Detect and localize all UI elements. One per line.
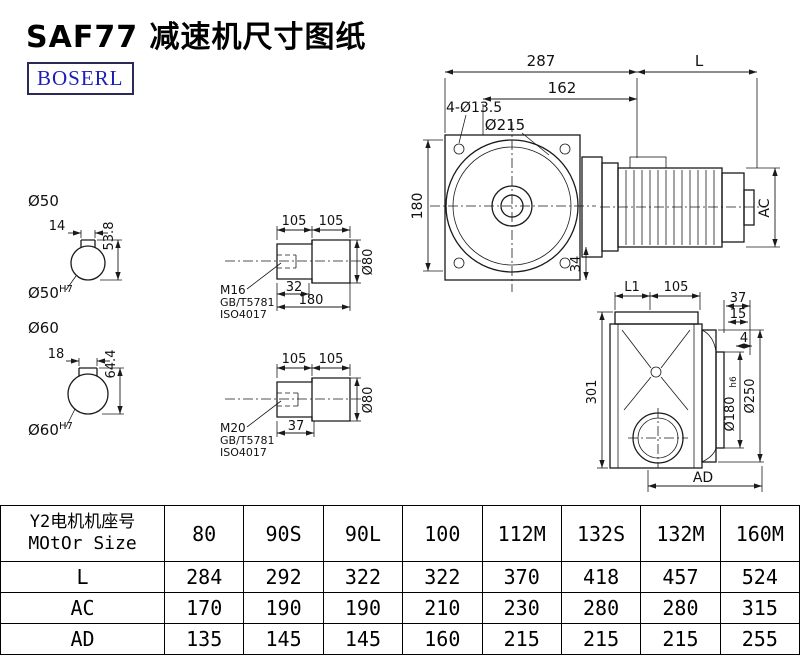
detail2-std-gb: GB/T5781	[220, 434, 275, 447]
dim-cell: 322	[402, 561, 483, 593]
side-spigot-tolerance: h6	[729, 376, 739, 388]
side-dim-ad: AD	[693, 470, 713, 486]
motor-size-header-100: 100	[402, 505, 483, 562]
dim-cell: 322	[322, 561, 404, 593]
side-flange-dia-label: Ø250	[743, 378, 758, 413]
shaft1-bore-label: Ø50	[28, 284, 59, 302]
side-dim-37: 37	[730, 291, 747, 306]
dim-287-label: 287	[527, 52, 556, 70]
dim-cell: 215	[560, 623, 642, 655]
side-dim-4: 4	[740, 331, 748, 346]
dim-cell: 315	[719, 592, 800, 624]
side-dim-15: 15	[730, 307, 747, 322]
table-row-L: L 284 292 322 322 370 418 457 524	[0, 561, 800, 593]
shaft1-keyway-width-label: 14	[49, 219, 66, 234]
motor-size-header-132s: 132S	[560, 505, 642, 562]
dim-cell: 284	[163, 561, 245, 593]
header-motor-frame-cn: Y2电机机座号	[29, 511, 136, 532]
dim-cell: 280	[640, 592, 721, 624]
detail1-dim-105-right: 105	[319, 214, 344, 229]
brand-logo: BOSERL	[27, 62, 134, 95]
dim-cell: 292	[243, 561, 324, 593]
shaft2-keyway-width-label: 18	[48, 347, 65, 362]
detail2-std-iso: ISO4017	[220, 446, 267, 459]
dim-162-label: 162	[548, 79, 577, 97]
motor-size-table: Y2电机机座号 MOtOr Size 80 90S 90L 100 112M 1…	[0, 505, 800, 655]
dim-cell: 418	[560, 561, 642, 593]
shaft-section-60: Ø60 18 64.4 Ø60 H7	[28, 319, 124, 439]
side-view: L1 105 37 15 4 301	[585, 280, 764, 492]
dim-180-label: 180	[410, 193, 426, 220]
motor-size-header-160m: 160M	[719, 505, 800, 562]
dim-cell: 457	[640, 561, 721, 593]
side-dim-105: 105	[664, 280, 689, 295]
dim-cell: 190	[322, 592, 404, 624]
side-dim-l1: L1	[624, 280, 640, 295]
shaft2-dia-label: Ø60	[28, 319, 59, 337]
detail1-dim-180: 180	[299, 293, 324, 308]
detail2-dia-80: Ø80	[361, 387, 376, 414]
table-row-AC: AC 170 190 190 210 230 280 280 315	[0, 592, 800, 624]
header-motor-frame-en: MOtOr Size	[28, 532, 137, 554]
shaft-section-50: Ø50 14 53.8 Ø50 H7	[28, 192, 122, 302]
shaft2-keyway-height-label: 64.4	[104, 350, 119, 379]
detail1-thread-label: M16	[220, 283, 246, 297]
detail1-dim-105-left: 105	[282, 214, 307, 229]
dim-cell: 145	[322, 623, 404, 655]
page-title: SAF77 减速机尺寸图纸	[26, 20, 367, 55]
table-header-row: Y2电机机座号 MOtOr Size 80 90S 90L 100 112M 1…	[0, 505, 800, 562]
row-label-L: L	[0, 561, 165, 593]
detail2-dim-105-left: 105	[282, 352, 307, 367]
dim-ac-label: AC	[757, 198, 773, 217]
dim-cell: 145	[243, 623, 324, 655]
detail1-dim-32: 32	[286, 280, 303, 295]
shaft2-bore-label: Ø60	[28, 421, 59, 439]
dim-cell: 215	[640, 623, 721, 655]
dim-cell: 370	[481, 561, 562, 593]
shaft-detail-m20: 105 105 M20 GB/T5781 ISO4017 37 Ø80	[220, 352, 376, 459]
motor-size-header-90s: 90S	[243, 505, 324, 562]
side-spigot-dia-label: Ø180	[723, 396, 738, 431]
row-label-AC: AC	[0, 592, 165, 624]
detail2-thread-label: M20	[220, 421, 246, 435]
table-row-AD: AD 135 145 145 160 215 215 215 255	[0, 623, 800, 655]
detail2-dim-105-right: 105	[319, 352, 344, 367]
front-view: 287 L 162 4-Ø13.5 Ø215 180 34	[410, 52, 780, 292]
detail1-std-iso: ISO4017	[220, 308, 267, 321]
dim-34-label: 34	[569, 256, 584, 273]
dim-cell: 280	[560, 592, 642, 624]
bolt-holes-label: 4-Ø13.5	[446, 100, 502, 116]
dim-cell: 215	[481, 623, 562, 655]
dim-cell: 135	[163, 623, 245, 655]
dim-cell: 160	[402, 623, 483, 655]
dim-cell: 210	[402, 592, 483, 624]
dim-length-label: L	[695, 52, 704, 70]
dim-cell: 190	[243, 592, 324, 624]
motor-size-header-80: 80	[163, 505, 245, 562]
dim-cell: 524	[719, 561, 800, 593]
shaft1-keyway-height-label: 53.8	[102, 222, 117, 251]
detail1-std-gb: GB/T5781	[220, 296, 275, 309]
flange-diameter-label: Ø215	[485, 116, 525, 134]
detail2-dim-37: 37	[288, 419, 305, 434]
table-corner-header: Y2电机机座号 MOtOr Size	[0, 505, 165, 562]
motor-size-header-90l: 90L	[322, 505, 404, 562]
row-label-AD: AD	[0, 623, 165, 655]
dim-cell: 230	[481, 592, 562, 624]
shaft-detail-m16: 105 105 M16 GB/T5781 ISO4017 32 180 Ø80	[220, 214, 376, 321]
technical-drawing: 287 L 162 4-Ø13.5 Ø215 180 34	[28, 52, 780, 492]
side-dim-301: 301	[585, 380, 600, 405]
motor-size-header-112m: 112M	[481, 505, 562, 562]
detail1-dia-80: Ø80	[361, 249, 376, 276]
shaft1-dia-label: Ø50	[28, 192, 59, 210]
dim-cell: 170	[163, 592, 245, 624]
dim-cell: 255	[719, 623, 800, 655]
motor-size-header-132m: 132M	[640, 505, 721, 562]
